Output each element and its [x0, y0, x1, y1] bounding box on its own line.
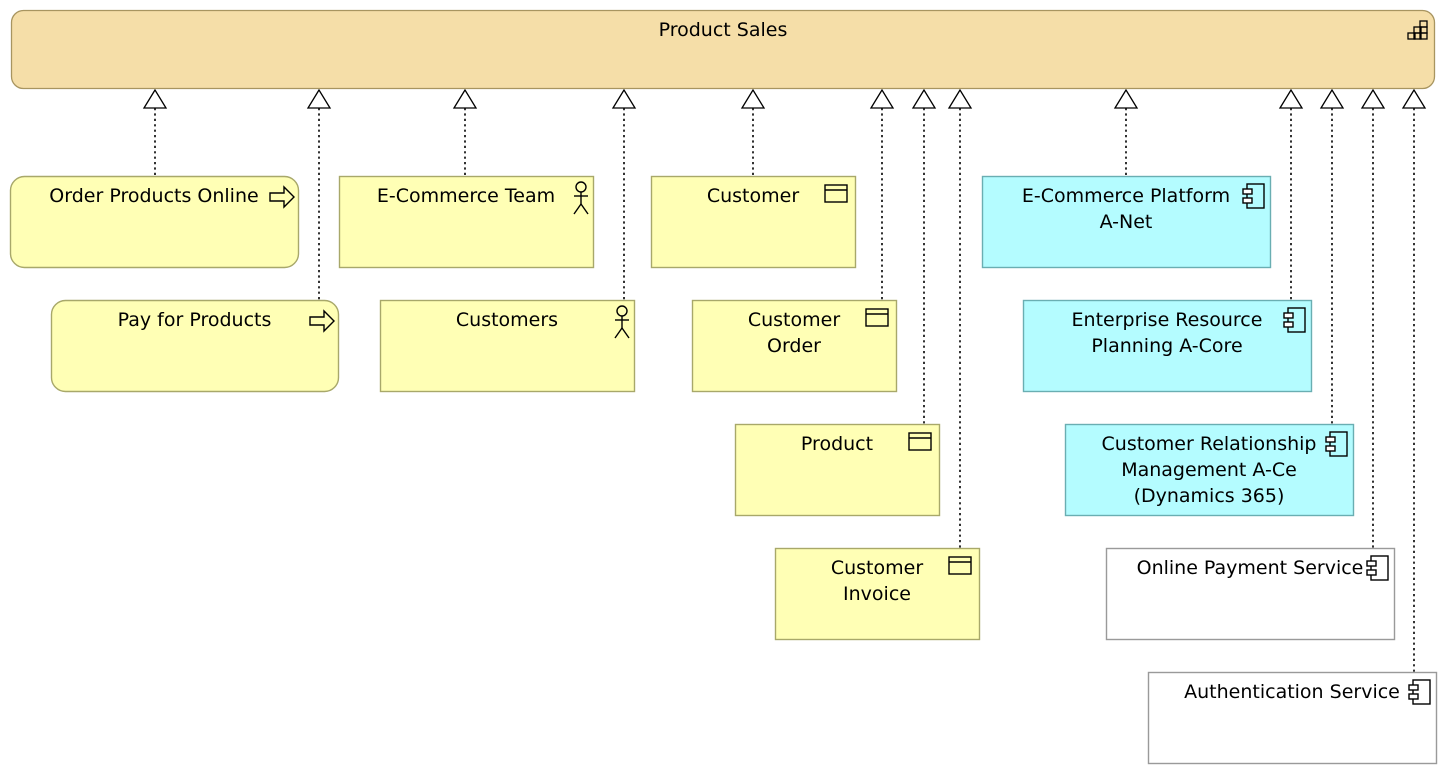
- element-box[interactable]: [1105, 547, 1396, 641]
- realization-arrowhead: [611, 88, 637, 109]
- realization-connector[interactable]: [306, 88, 332, 300]
- element-pay-for-products[interactable]: Pay for Products: [50, 299, 340, 393]
- element-label: E-Commerce Team: [377, 185, 555, 207]
- element-label: Customer: [707, 185, 799, 207]
- capability-label: Product Sales: [659, 19, 788, 41]
- element-label: Order: [767, 335, 821, 357]
- business-object-icon: [865, 308, 889, 327]
- realization-arrowhead: [947, 88, 973, 109]
- element-box[interactable]: [9, 175, 300, 269]
- element-box[interactable]: [1064, 423, 1355, 517]
- element-box[interactable]: [338, 175, 595, 269]
- realization-arrowhead: [452, 88, 478, 109]
- component-icon: [1366, 555, 1389, 581]
- element-product[interactable]: Product: [734, 423, 941, 517]
- element-box[interactable]: [691, 299, 898, 393]
- realization-arrowhead: [1113, 88, 1139, 109]
- element-box[interactable]: [379, 299, 636, 393]
- element-label: Online Payment Service: [1137, 557, 1364, 579]
- actor-icon: [573, 181, 589, 215]
- element-box[interactable]: [1022, 299, 1313, 393]
- process-arrow-icon: [269, 185, 295, 209]
- connectors-layer: [142, 88, 1427, 672]
- realization-connector[interactable]: [611, 88, 637, 300]
- realization-connector[interactable]: [740, 88, 766, 176]
- element-label: Product: [801, 433, 873, 455]
- capability-icon: [1407, 20, 1428, 40]
- realization-arrowhead: [306, 88, 332, 109]
- capability-box[interactable]: [10, 9, 1436, 90]
- actor-icon: [614, 305, 630, 339]
- element-label: Customers: [456, 309, 558, 331]
- element-label: Customer Relationship: [1102, 433, 1317, 455]
- process-arrow-icon: [309, 309, 335, 333]
- realization-arrowhead: [1401, 88, 1427, 109]
- element-order-products-online[interactable]: Order Products Online: [9, 175, 300, 269]
- element-e-commerce-team[interactable]: E-Commerce Team: [338, 175, 595, 269]
- realization-connector[interactable]: [869, 88, 895, 300]
- business-object-icon: [908, 432, 932, 451]
- element-label: A-Net: [1100, 211, 1153, 233]
- realization-connector[interactable]: [947, 88, 973, 548]
- realization-arrowhead: [1319, 88, 1345, 109]
- business-object-icon: [824, 184, 848, 203]
- realization-arrowhead: [1278, 88, 1304, 109]
- realization-arrowhead: [869, 88, 895, 109]
- component-icon: [1325, 431, 1348, 457]
- element-customers[interactable]: Customers: [379, 299, 636, 393]
- element-label: Order Products Online: [49, 185, 258, 207]
- element-label: Management A-Ce: [1121, 459, 1297, 481]
- element-customer[interactable]: Customer: [650, 175, 857, 269]
- realization-connector[interactable]: [1278, 88, 1304, 300]
- business-object-icon: [948, 556, 972, 575]
- realization-connector[interactable]: [1401, 88, 1427, 672]
- component-icon: [1408, 679, 1431, 705]
- element-label: Customer: [748, 309, 840, 331]
- realization-arrowhead: [1360, 88, 1386, 109]
- realization-connector[interactable]: [1319, 88, 1345, 424]
- realization-arrowhead: [142, 88, 168, 109]
- realization-arrowhead: [740, 88, 766, 109]
- element-label: Enterprise Resource: [1072, 309, 1263, 331]
- element-box[interactable]: [981, 175, 1272, 269]
- realization-connector[interactable]: [1113, 88, 1139, 176]
- capability-product-sales[interactable]: Product Sales: [10, 9, 1436, 90]
- realization-connector[interactable]: [452, 88, 478, 176]
- element-box[interactable]: [50, 299, 340, 393]
- realization-connector[interactable]: [911, 88, 937, 424]
- element-label: E-Commerce Platform: [1022, 185, 1230, 207]
- realization-connector[interactable]: [142, 88, 168, 176]
- element-box[interactable]: [734, 423, 941, 517]
- element-authentication-service[interactable]: Authentication Service: [1147, 671, 1438, 765]
- element-box[interactable]: [650, 175, 857, 269]
- realization-connector[interactable]: [1360, 88, 1386, 548]
- element-online-payment-service[interactable]: Online Payment Service: [1105, 547, 1396, 641]
- realization-arrowhead: [911, 88, 937, 109]
- component-icon: [1242, 183, 1265, 209]
- element-label: Authentication Service: [1184, 681, 1400, 703]
- component-icon: [1283, 307, 1306, 333]
- element-label: Planning A-Core: [1091, 335, 1242, 357]
- element-label: Pay for Products: [118, 309, 272, 331]
- element-box[interactable]: [774, 547, 981, 641]
- element-label: Invoice: [843, 583, 911, 605]
- element-box[interactable]: [1147, 671, 1438, 765]
- element-label: Customer: [831, 557, 923, 579]
- element-label: (Dynamics 365): [1134, 485, 1285, 507]
